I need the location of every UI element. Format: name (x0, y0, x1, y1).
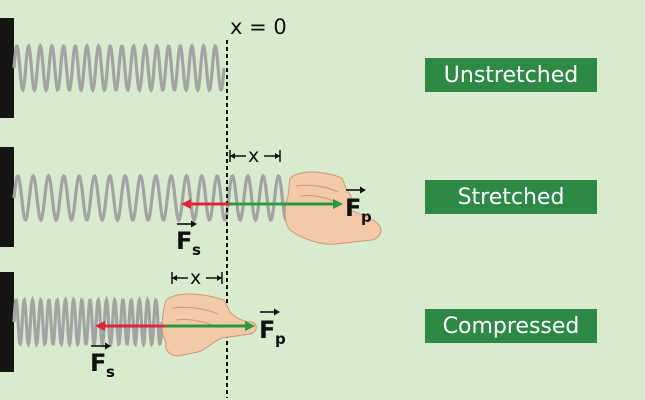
spring-force-arrowhead-compressed (95, 321, 105, 331)
svg-text:F: F (90, 349, 106, 377)
wall-stretched (0, 147, 14, 247)
pull-force-arrowhead-stretched (333, 199, 343, 209)
state-label-unstretched: Unstretched (425, 58, 597, 92)
spring-force-label-compressed: F s (90, 342, 115, 381)
spring-unstretched (12, 42, 226, 94)
spring-force-label-stretched: F s (176, 220, 201, 259)
svg-text:s: s (106, 363, 115, 381)
svg-text:F: F (176, 227, 192, 255)
push-force-arrowhead-compressed (245, 321, 255, 331)
displacement-label-compressed: x (190, 267, 201, 289)
svg-text:p: p (361, 208, 372, 226)
displacement-label-stretched: x (248, 145, 259, 167)
equilibrium-label: x = 0 (230, 15, 287, 39)
spring-force-arrowhead-stretched (181, 199, 191, 209)
push-force-label-compressed: F p (259, 308, 286, 348)
wall-compressed (0, 272, 14, 372)
wall-unstretched (0, 18, 14, 118)
displacement-marker-stretched (229, 150, 281, 162)
svg-text:p: p (275, 330, 286, 348)
state-label-stretched: Stretched (425, 180, 597, 214)
pull-force-label-stretched: F p (345, 186, 372, 226)
displacement-marker-compressed (171, 272, 223, 284)
svg-text:s: s (192, 241, 201, 259)
svg-text:F: F (259, 316, 275, 344)
spring-compressed (12, 295, 164, 349)
svg-text:F: F (345, 194, 361, 222)
state-label-compressed: Compressed (425, 309, 597, 343)
spring-stretched (12, 173, 292, 223)
